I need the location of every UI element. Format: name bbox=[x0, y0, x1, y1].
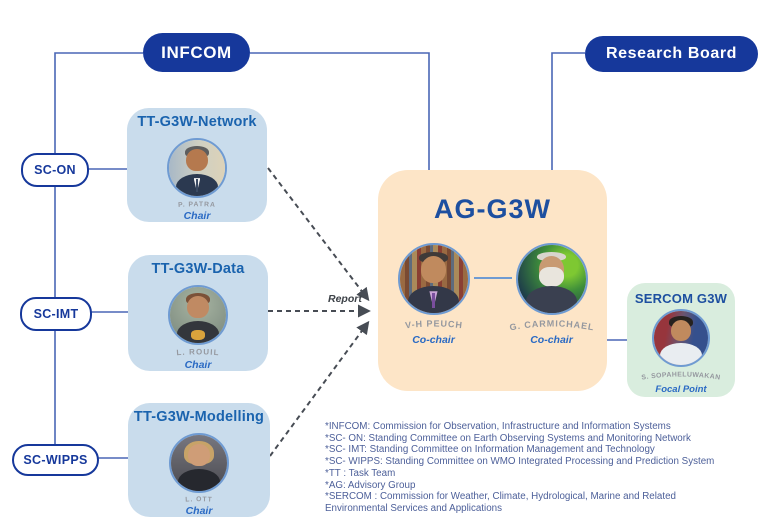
cochair-role-label: Co-chair bbox=[412, 334, 455, 346]
person-name-arc: V-H PEUCH bbox=[404, 318, 463, 330]
footnote-line: *SC- WIPPS: Standing Committee on WMO In… bbox=[325, 456, 715, 468]
person-name-arc: L. OTT bbox=[185, 496, 213, 503]
portrait-l-rouil bbox=[168, 285, 228, 345]
sercom-g3w-title: SERCOM G3W bbox=[634, 291, 728, 306]
member-connector-line bbox=[474, 277, 512, 279]
person-name-arc: G. CARMICHAEL bbox=[508, 318, 594, 332]
ag-g3w-card: AG-G3W V-H PEUCH Co-chair bbox=[378, 170, 607, 391]
portrait-l-ott bbox=[169, 433, 229, 493]
footnote-line: Environmental Services and Applications bbox=[325, 502, 502, 514]
ag-g3w-title: AG-G3W bbox=[434, 194, 551, 224]
portrait-p-patra bbox=[167, 138, 227, 198]
svg-text:S. SOPAHELUWAKAN: S. SOPAHELUWAKAN bbox=[641, 371, 721, 381]
footnote-line: *SC- IMT: Standing Committee on Informat… bbox=[325, 444, 655, 456]
footnote-line: *SERCOM : Commission for Weather, Climat… bbox=[325, 491, 677, 503]
svg-text:L. ROUIL: L. ROUIL bbox=[176, 347, 220, 357]
portrait-g-carmichael bbox=[515, 243, 588, 315]
tt-g3w-modelling-title: TT-G3W-Modelling bbox=[133, 409, 265, 425]
svg-text:L. OTT: L. OTT bbox=[185, 496, 213, 503]
focal-point-role-label: Focal Point bbox=[655, 384, 707, 395]
footnote-line: *SC- ON: Standing Committee on Earth Obs… bbox=[325, 432, 691, 444]
tt-g3w-network-title: TT-G3W-Network bbox=[137, 114, 257, 130]
ag-member-peuch: V-H PEUCH Co-chair bbox=[383, 243, 484, 346]
chair-role-label: Chair bbox=[185, 505, 213, 517]
footnote-line: *TT : Task Team bbox=[325, 467, 396, 479]
person-name-arc: P. PATRA bbox=[178, 201, 216, 209]
tt-g3w-data-title: TT-G3W-Data bbox=[151, 261, 245, 277]
svg-text:G. CARMICHAEL: G. CARMICHAEL bbox=[508, 318, 594, 332]
cochair-role-label: Co-chair bbox=[530, 334, 573, 346]
portrait-s-sopaheluwakan bbox=[652, 309, 710, 367]
sercom-g3w-card: SERCOM G3W S. SOPAHELUWAKAN Focal Point bbox=[627, 283, 735, 397]
report-label: Report bbox=[328, 293, 362, 305]
person-name-arc: L. ROUIL bbox=[176, 347, 220, 357]
chair-role-label: Chair bbox=[184, 359, 212, 371]
footnote-line: *AG: Advisory Group bbox=[325, 479, 416, 491]
tt-g3w-data-card: TT-G3W-Data L. ROUIL Chair bbox=[128, 255, 268, 371]
footnote-legend: *INFCOM: Commission for Observation, Inf… bbox=[325, 421, 765, 515]
report-arrow-network bbox=[267, 167, 370, 302]
svg-text:V-H PEUCH: V-H PEUCH bbox=[404, 318, 463, 330]
ag-members-row: V-H PEUCH Co-chair G. CARMICHAEL Co-chai… bbox=[383, 243, 602, 346]
research-board-pill: Research Board bbox=[585, 36, 758, 72]
portrait-vh-peuch bbox=[397, 243, 470, 315]
svg-text:P. PATRA: P. PATRA bbox=[178, 201, 216, 209]
tt-g3w-modelling-card: TT-G3W-Modelling L. OTT Chair bbox=[128, 403, 270, 517]
sc-imt-pill: SC-IMT bbox=[20, 297, 92, 331]
infcom-pill: INFCOM bbox=[143, 33, 250, 72]
ag-member-carmichael: G. CARMICHAEL Co-chair bbox=[501, 243, 602, 346]
sc-wipps-pill: SC-WIPPS bbox=[12, 444, 99, 476]
chair-role-label: Chair bbox=[183, 210, 211, 222]
sc-on-pill: SC-ON bbox=[21, 153, 89, 187]
tt-g3w-network-card: TT-G3W-Network P. PATRA Chair bbox=[127, 108, 267, 222]
footnote-line: *INFCOM: Commission for Observation, Inf… bbox=[325, 421, 671, 432]
person-name-arc: S. SOPAHELUWAKAN bbox=[641, 371, 721, 381]
